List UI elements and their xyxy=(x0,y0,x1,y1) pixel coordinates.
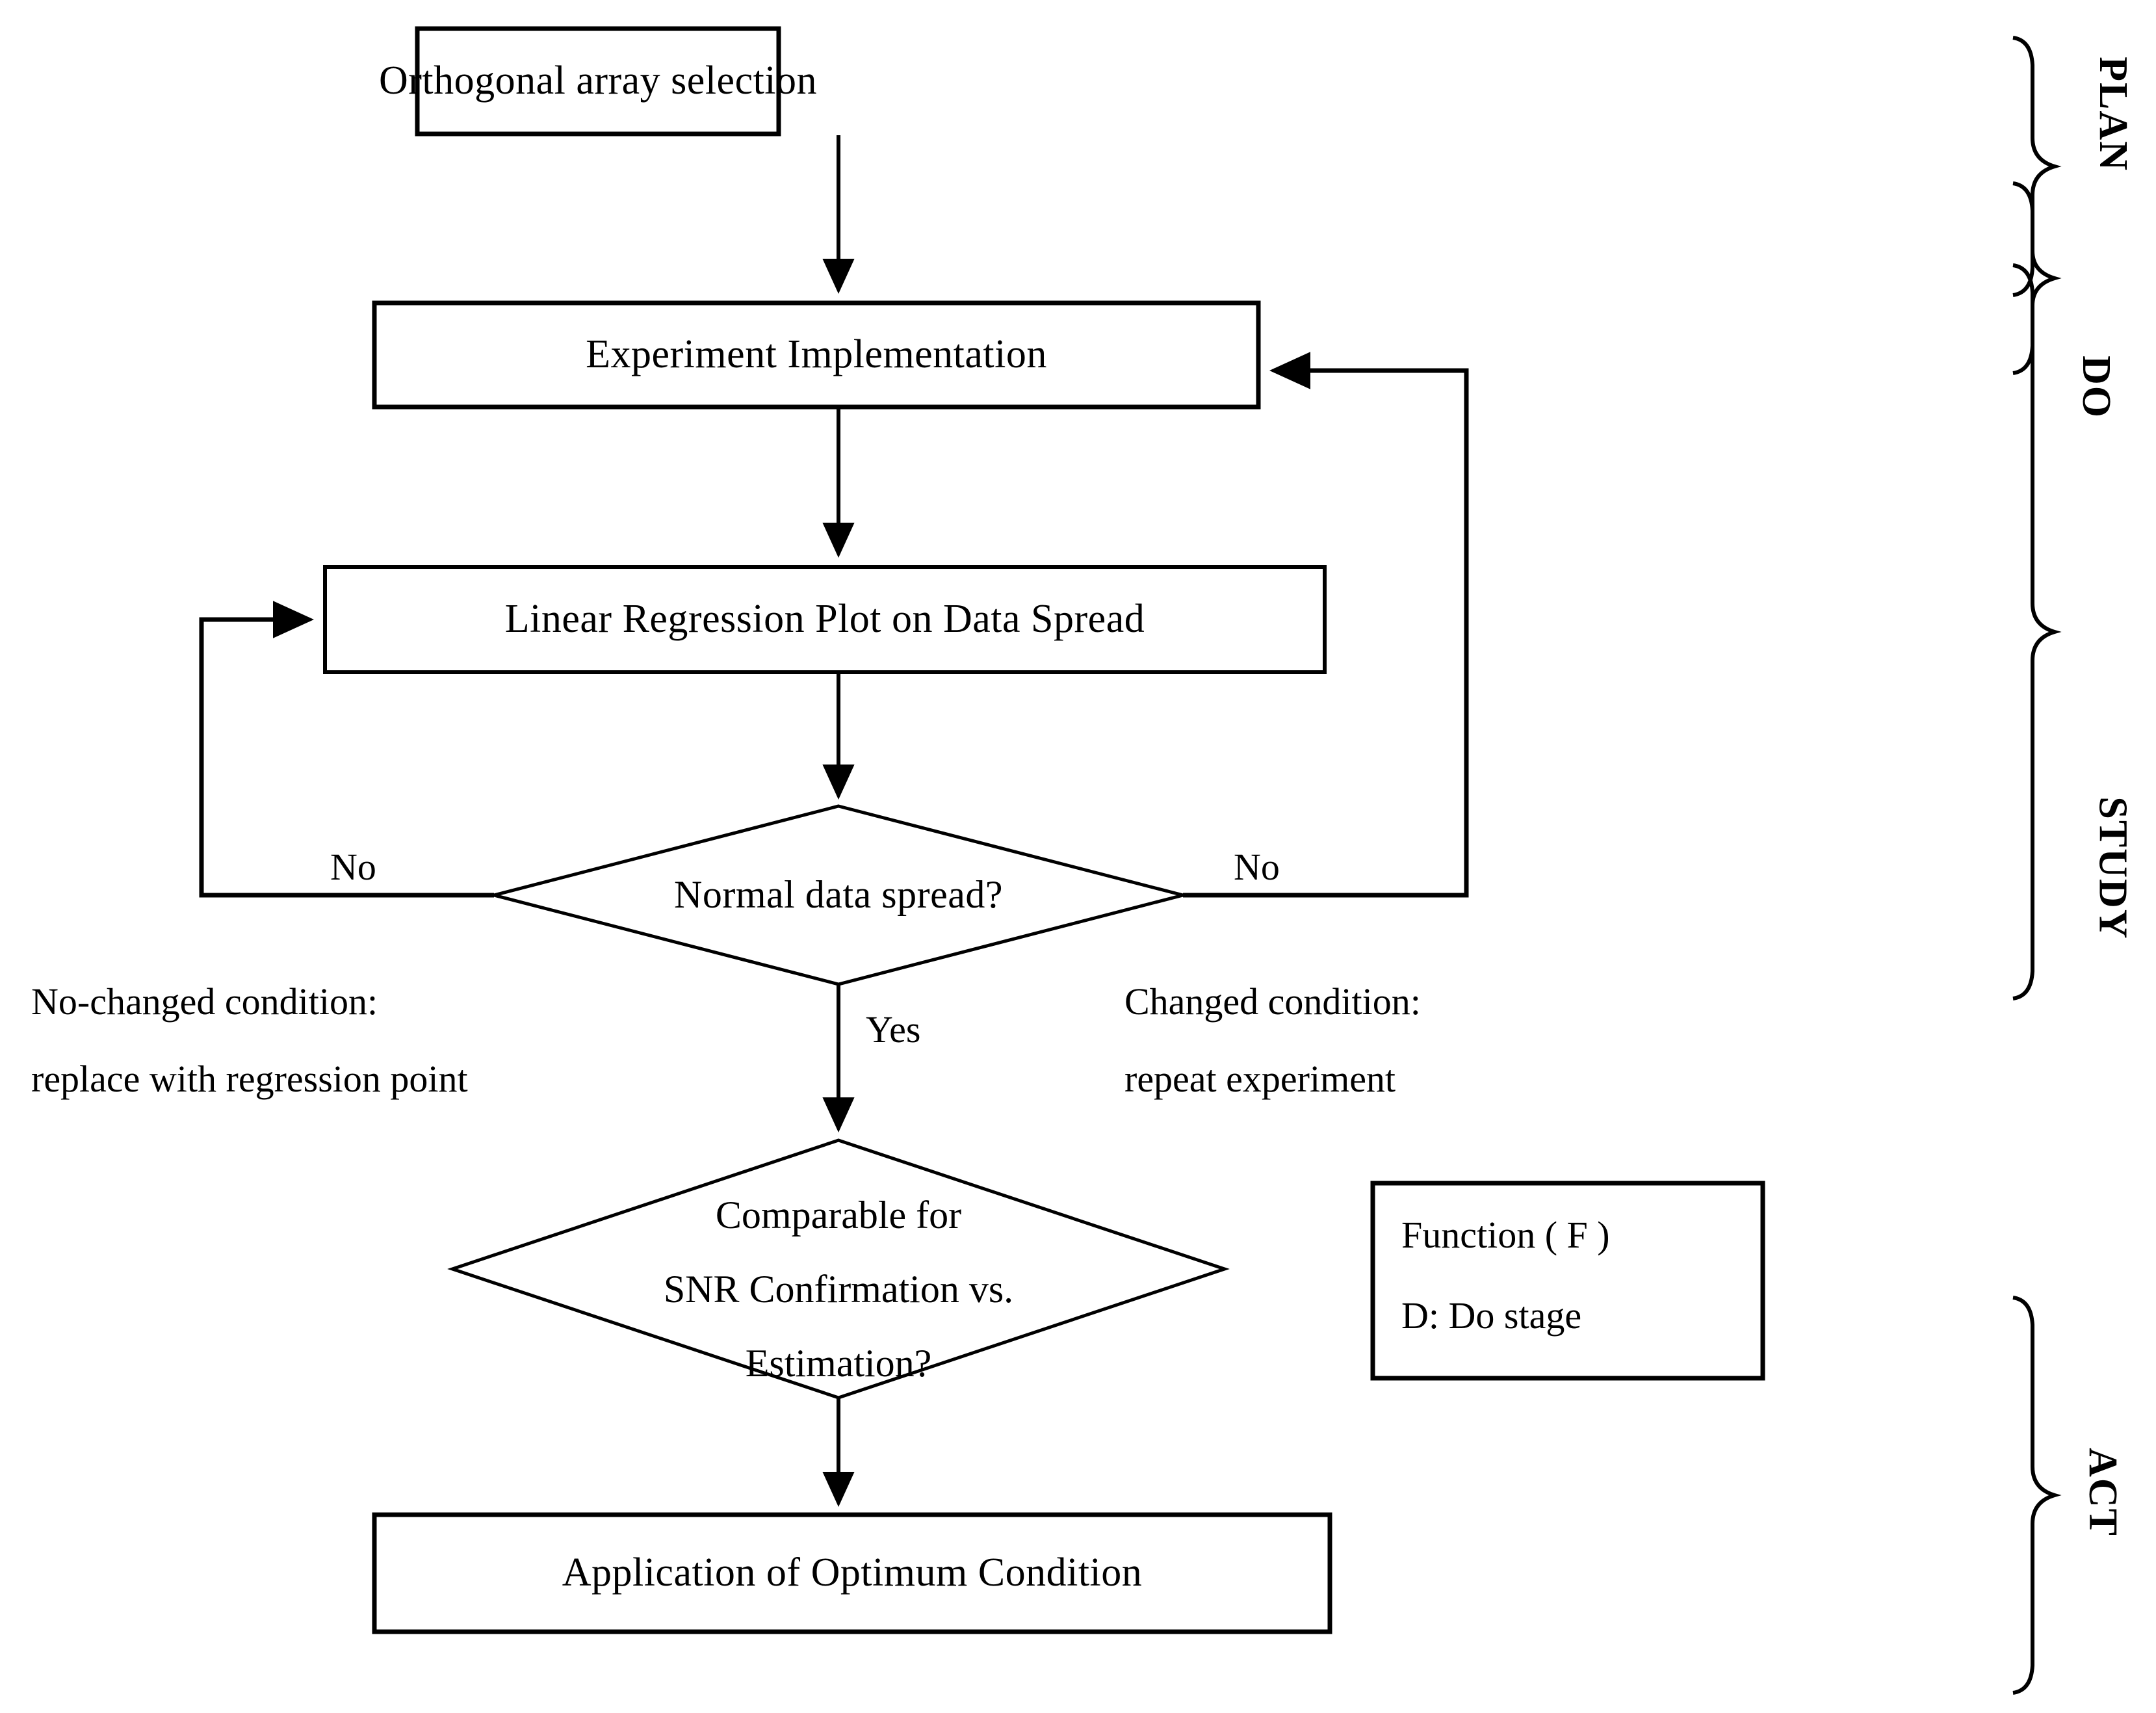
annotation-right: Changed condition: repeat experiment xyxy=(1124,963,1421,1118)
annotation-left-line1: No-changed condition: xyxy=(31,980,378,1023)
brace-act xyxy=(2012,1296,2062,1695)
node-comparable-label: Comparable for SNR Confirmation vs. Esti… xyxy=(611,1178,1066,1400)
edge-label-no-right: No xyxy=(1234,846,1280,888)
annotation-right-line2: repeat experiment xyxy=(1124,1057,1396,1100)
legend-box xyxy=(1370,1181,1765,1381)
stage-label-study: STUDY xyxy=(2090,796,2135,940)
legend-line-function: Function ( F ) xyxy=(1401,1214,1610,1256)
node-experiment-label: Experiment Implementation xyxy=(586,332,1047,377)
brace-do xyxy=(2012,181,2062,375)
edge-label-no-left: No xyxy=(330,846,376,888)
brace-study xyxy=(2012,263,2062,1000)
legend-line-do-stage: D: Do stage xyxy=(1401,1294,1582,1337)
node-optimum-label: Application of Optimum Condition xyxy=(562,1550,1143,1595)
stage-label-plan: PLAN xyxy=(2090,57,2135,172)
node-regression-label: Linear Regression Plot on Data Spread xyxy=(504,597,1145,642)
brace-plan xyxy=(2012,36,2062,297)
node-comparable-line1: Comparable for xyxy=(715,1194,962,1236)
annotation-left: No-changed condition: replace with regre… xyxy=(31,963,468,1118)
stage-label-act: ACT xyxy=(2080,1448,2125,1537)
annotation-left-line2: replace with regression point xyxy=(31,1057,468,1100)
node-orthogonal-array-label: Orthogonal array selection xyxy=(378,59,818,103)
annotation-right-line1: Changed condition: xyxy=(1124,980,1421,1023)
edge-label-yes: Yes xyxy=(866,1008,921,1051)
node-normal-spread-label: Normal data spread? xyxy=(674,872,1003,916)
node-comparable-line2: SNR Confirmation vs. xyxy=(663,1268,1014,1311)
stage-label-do: DO xyxy=(2074,356,2118,419)
node-comparable-line3: Estimation? xyxy=(745,1342,932,1385)
